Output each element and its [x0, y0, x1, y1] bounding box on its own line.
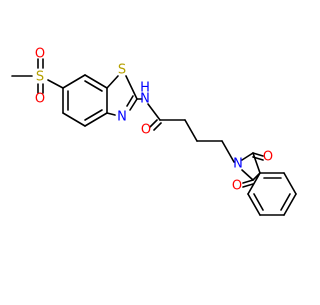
bond-benz-inner-2 — [84, 109, 103, 121]
bond-phth-5 — [247, 193, 261, 216]
bond-phth-6 — [247, 172, 261, 195]
atom-oxygen-amide: O — [141, 123, 151, 138]
bond-benz-3 — [84, 112, 108, 127]
bond-imide-c1-ar — [252, 152, 261, 174]
bond-sulfur-ring — [47, 79, 64, 89]
bond-benz-2 — [62, 112, 86, 127]
bond-thiazole-3b — [126, 95, 134, 107]
atom-hydrogen-amide: H — [140, 81, 150, 96]
bond-imide-n-c1 — [241, 152, 254, 161]
bond-thiazole-1 — [106, 75, 119, 89]
atom-nitrogen-imide: N — [233, 157, 243, 172]
atom-oxygen-sulfonyl-top: O — [35, 47, 45, 62]
bond-phth-inner-2 — [280, 193, 291, 211]
structure-canvas: S O O S N N H O N O O — [11, 47, 297, 216]
atom-sulfur-sulfonyl: S — [36, 70, 44, 85]
bond-thiazole-2 — [125, 75, 138, 100]
atom-oxygen-sulfonyl-bottom: O — [35, 92, 45, 107]
bond-phth-2 — [283, 172, 297, 195]
bond-carbonyl-a — [149, 119, 158, 128]
bond-thiazole-4 — [106, 112, 116, 116]
bond-carbonyl-b — [153, 122, 162, 131]
bond-benz-6 — [62, 74, 86, 89]
bond-phth-inner-3 — [253, 193, 264, 211]
atom-nitrogen-amide: N — [140, 92, 150, 107]
bond-benz-inner-3 — [84, 80, 103, 92]
molecule-structure: S O O S N N H O N O O — [11, 47, 297, 216]
bond-chain-2 — [184, 119, 198, 142]
bond-imide-n-c2 — [241, 169, 254, 181]
atom-oxygen-imide-top: O — [263, 150, 273, 165]
bond-benz-5 — [84, 74, 108, 89]
bond-chain-4 — [221, 140, 235, 163]
bond-thiazole-3 — [129, 98, 138, 111]
bond-phth-3 — [283, 193, 297, 216]
bond-imide-c1-o-a — [252, 152, 264, 157]
bond-imide-c2-o-a — [242, 179, 254, 184]
atom-nitrogen-ring: N — [117, 110, 127, 125]
atom-oxygen-imide-bottom: O — [232, 179, 242, 194]
atom-sulfur-ring: S — [118, 63, 126, 78]
bond-nh-carbonyl — [147, 103, 161, 121]
bonds — [11, 58, 297, 216]
bond-imide-c2-o-b — [242, 183, 254, 188]
